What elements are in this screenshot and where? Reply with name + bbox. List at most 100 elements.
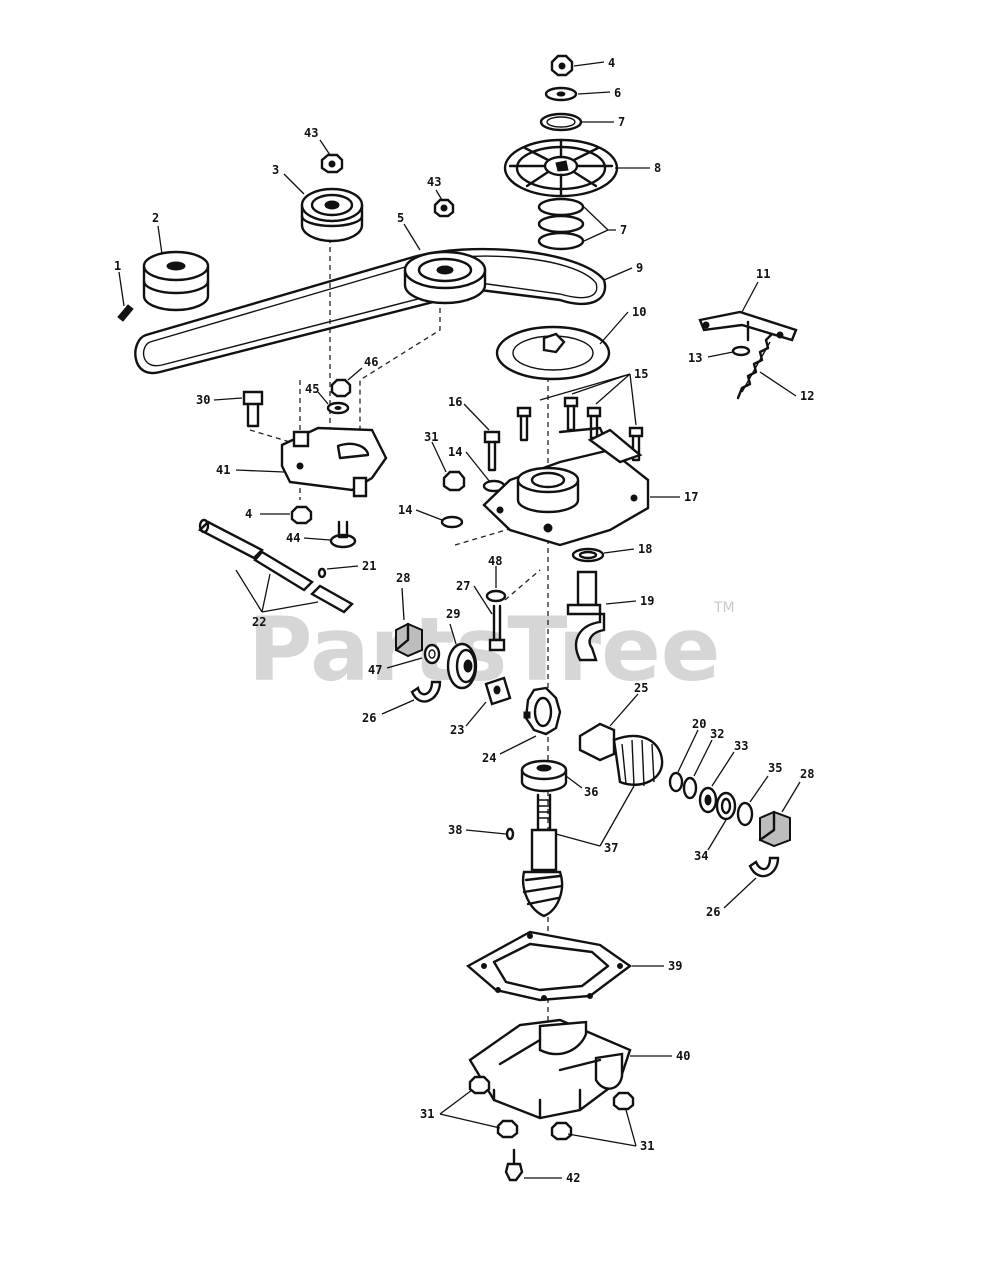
watermark-trademark: TM	[713, 600, 735, 616]
callout-17: 17	[684, 490, 698, 504]
callout-31-upper: 31	[424, 430, 438, 444]
part-18-seal[interactable]	[571, 547, 605, 563]
callout-14-upper: 14	[448, 445, 462, 459]
callout-25: 25	[634, 681, 648, 695]
callout-18: 18	[638, 542, 652, 556]
part-13-washer[interactable]	[731, 345, 751, 357]
part-41-idler-bracket-plate[interactable]	[280, 426, 388, 498]
part-7-spacer-top[interactable]	[539, 112, 583, 132]
part-6-washer[interactable]	[544, 86, 578, 102]
part-28-bearing-block-right[interactable]	[758, 810, 791, 848]
part-43-nut-left[interactable]	[320, 153, 344, 174]
part-2-engine-pulley[interactable]	[142, 250, 210, 312]
callout-24: 24	[482, 751, 496, 765]
callout-30: 30	[196, 393, 210, 407]
callout-36: 36	[584, 785, 598, 799]
callout-47: 47	[368, 663, 382, 677]
part-33-thrust-bearing[interactable]	[698, 786, 718, 814]
part-4-nut-top[interactable]	[550, 54, 574, 77]
callout-23: 23	[450, 723, 464, 737]
part-7-spacers-stack[interactable]	[537, 197, 585, 251]
part-45-washer[interactable]	[326, 401, 350, 415]
callout-1: 1	[114, 259, 121, 273]
part-29-sprocket[interactable]	[446, 642, 478, 690]
part-26-bearing-cap-right[interactable]	[748, 856, 780, 878]
callout-42: 42	[566, 1171, 580, 1185]
callout-5: 5	[397, 211, 404, 225]
part-14-washer-b[interactable]	[440, 515, 464, 529]
part-10-friction-disc[interactable]	[495, 325, 611, 381]
callout-31-lower-right: 31	[640, 1139, 654, 1153]
part-48-washer[interactable]	[485, 589, 507, 603]
callout-38: 38	[448, 823, 462, 837]
part-42-drain-plug[interactable]	[504, 1148, 524, 1182]
callout-46: 46	[364, 355, 378, 369]
callout-26-right: 26	[706, 905, 720, 919]
callout-32: 32	[710, 727, 724, 741]
callout-22: 22	[252, 615, 266, 629]
part-9-drive-belt[interactable]	[134, 247, 607, 375]
part-35-washer[interactable]	[736, 801, 754, 827]
callout-4-top: 4	[608, 56, 615, 70]
part-12-spring[interactable]	[736, 332, 774, 400]
part-23-collar[interactable]	[484, 676, 512, 706]
part-21-key[interactable]	[317, 567, 327, 579]
part-24-clutch-sprocket[interactable]	[523, 686, 562, 736]
callout-48: 48	[488, 554, 502, 568]
part-26-bearing-cap-left[interactable]	[410, 680, 442, 703]
watermark-text: PartsTree	[248, 598, 720, 701]
part-47-washer[interactable]	[423, 643, 441, 665]
part-22-axle-shafts[interactable]	[197, 518, 354, 614]
callout-21: 21	[362, 559, 376, 573]
part-37-worm-shaft[interactable]	[521, 793, 564, 918]
callout-27: 27	[456, 579, 470, 593]
part-40-gear-case[interactable]	[468, 1018, 632, 1120]
part-4-nut-plate[interactable]	[290, 505, 313, 525]
part-43-nut-right[interactable]	[433, 198, 455, 218]
callout-7-top: 7	[618, 115, 625, 129]
callout-16: 16	[448, 395, 462, 409]
part-38-key[interactable]	[505, 827, 515, 841]
callout-4-plate: 4	[245, 507, 252, 521]
part-44-shoulder-stud[interactable]	[329, 520, 357, 549]
parts-tree-watermark: PartsTree TM	[248, 598, 735, 701]
callout-43-right: 43	[427, 175, 441, 189]
part-20-snap-ring[interactable]	[668, 771, 684, 793]
callout-9: 9	[636, 261, 643, 275]
callout-6: 6	[614, 86, 621, 100]
callout-31-lower-left: 31	[420, 1107, 434, 1121]
part-3-idler-pulley[interactable]	[300, 187, 364, 243]
callout-3: 3	[272, 163, 279, 177]
part-1-set-screw[interactable]	[117, 304, 134, 322]
callout-34: 34	[694, 849, 708, 863]
callout-44: 44	[286, 531, 300, 545]
part-16-bolt[interactable]	[483, 430, 501, 472]
callout-28-right: 28	[800, 767, 814, 781]
part-27-bolt[interactable]	[488, 604, 506, 652]
part-8-clutch-disc[interactable]	[503, 138, 619, 198]
callout-12: 12	[800, 389, 814, 403]
part-5-drive-pulley[interactable]	[403, 250, 487, 305]
callout-28-left: 28	[396, 571, 410, 585]
part-31-nuts-lower[interactable]	[468, 1075, 635, 1141]
part-19-shift-fork[interactable]	[566, 570, 606, 662]
part-17-gear-housing-cover[interactable]	[482, 426, 650, 547]
part-39-gasket[interactable]	[465, 930, 633, 1002]
callout-45: 45	[305, 382, 319, 396]
callout-40: 40	[676, 1049, 690, 1063]
part-31-nut-a[interactable]	[442, 470, 466, 492]
part-32-washer[interactable]	[682, 776, 698, 800]
part-34-bearing[interactable]	[715, 791, 737, 821]
callout-39: 39	[668, 959, 682, 973]
part-30-shoulder-bolt[interactable]	[242, 390, 264, 428]
callout-8: 8	[654, 161, 661, 175]
part-36-bearing[interactable]	[520, 759, 568, 793]
part-46-nut[interactable]	[330, 378, 352, 398]
callout-11: 11	[756, 267, 770, 281]
part-25-gear-cluster[interactable]	[578, 722, 664, 787]
part-28-bearing-block-left[interactable]	[394, 622, 423, 658]
callout-leader-lines	[118, 61, 801, 1179]
part-11-lever[interactable]	[698, 310, 798, 342]
callout-43-left: 43	[304, 126, 318, 140]
callout-2: 2	[152, 211, 159, 225]
